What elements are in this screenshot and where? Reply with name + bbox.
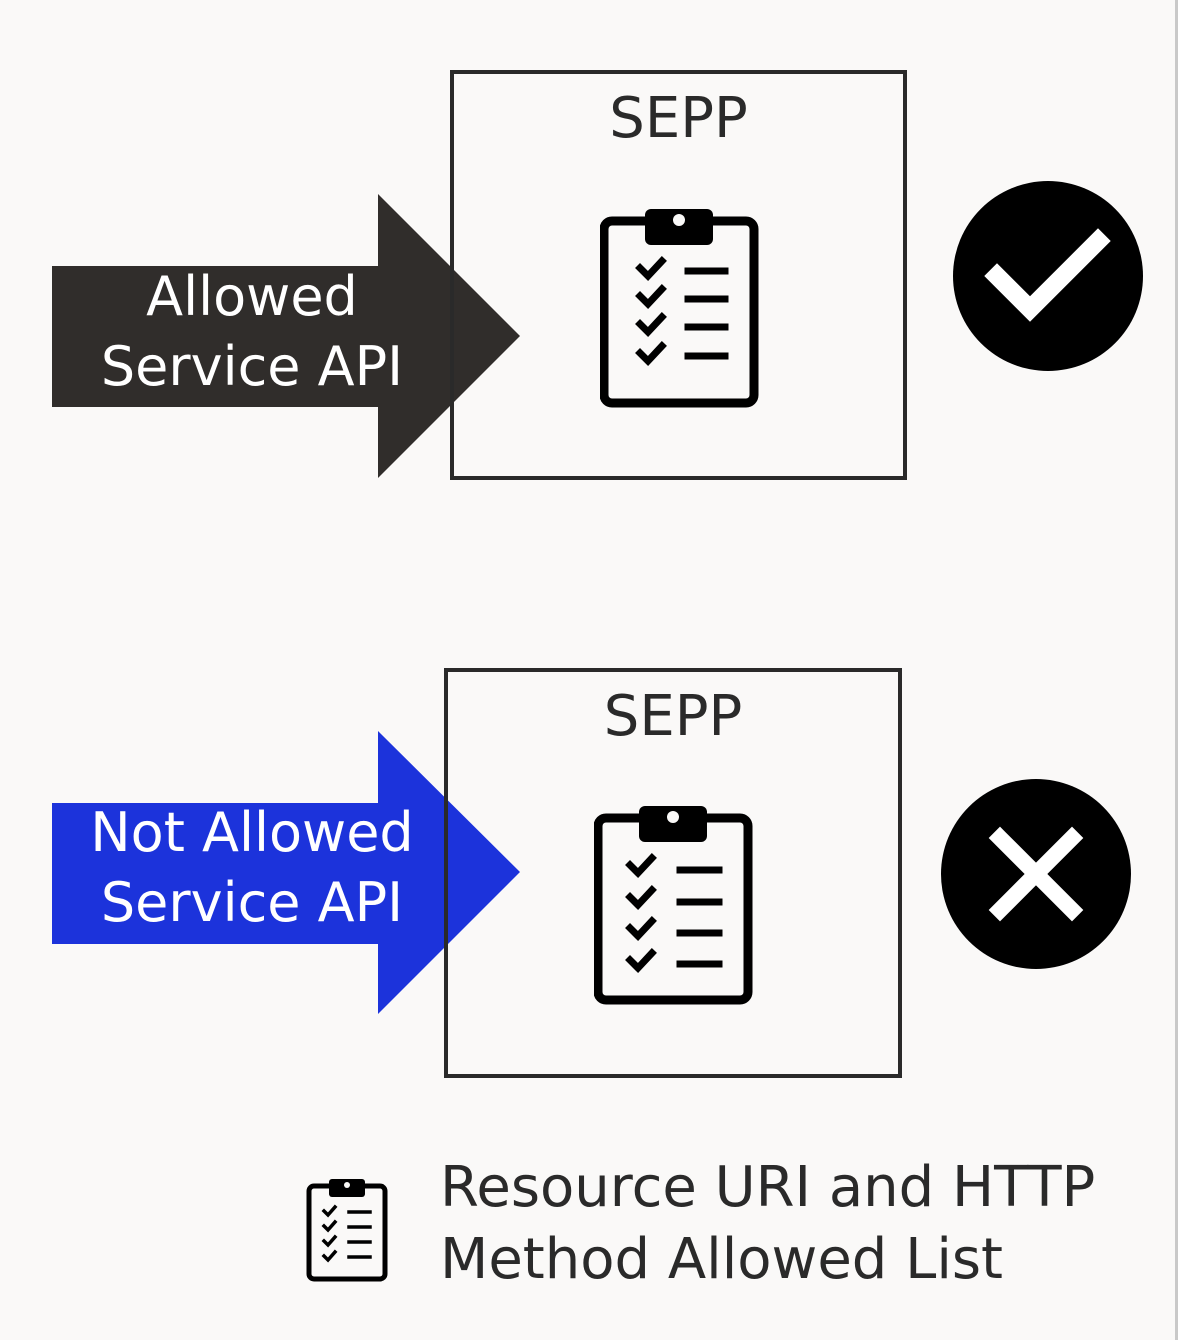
arrow-label-line1: Allowed xyxy=(146,265,358,328)
clipboard-checklist-icon xyxy=(306,1179,388,1282)
arrow-label-line1: Not Allowed xyxy=(90,801,414,864)
x-icon xyxy=(941,779,1131,969)
not-allowed-arrow xyxy=(52,731,520,1014)
allowed-arrow-label: Allowed Service API xyxy=(52,262,452,402)
legend-text-line1: Resource URI and HTTP xyxy=(440,1155,1096,1220)
check-icon xyxy=(953,181,1143,371)
clipboard-checklist-icon xyxy=(600,209,759,408)
legend-text-line2: Method Allowed List xyxy=(440,1227,1004,1292)
arrow-label-line2: Service API xyxy=(100,871,404,934)
legend-text: Resource URI and HTTP Method Allowed Lis… xyxy=(440,1152,1095,1296)
clipboard-checklist-icon xyxy=(594,806,753,1005)
sepp-label: SEPP xyxy=(603,684,743,749)
arrow-label-line2: Service API xyxy=(100,335,404,398)
sepp-label: SEPP xyxy=(609,86,748,151)
not-allowed-arrow-label: Not Allowed Service API xyxy=(52,798,452,938)
right-border xyxy=(1175,0,1178,1340)
sepp-box-allowed: SEPP xyxy=(450,70,907,480)
sepp-box-not-allowed: SEPP xyxy=(444,668,902,1078)
allowed-arrow xyxy=(52,194,520,478)
